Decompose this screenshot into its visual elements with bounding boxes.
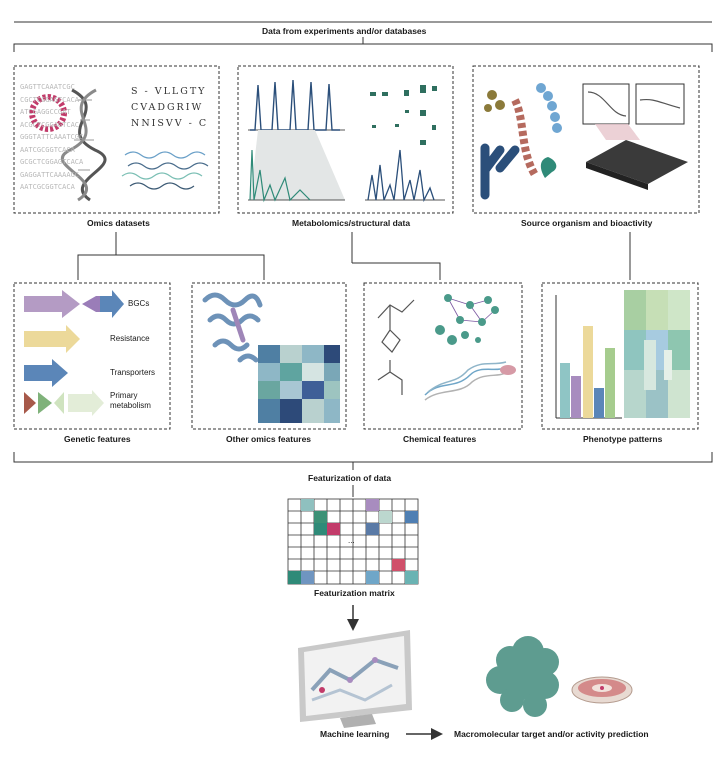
protein-sequence-1: S - VLLGTY [131,86,207,97]
matrix-label: Featurization matrix [314,588,395,598]
molecule-icon [377,299,415,395]
conformer-ensemble-icon [424,361,516,401]
phenotype-label: Phenotype patterns [583,434,663,444]
well-plate-icon [586,140,688,190]
featurization-title: Featurization of data [308,473,392,483]
metabolomics-label: Metabolomics/structural data [292,218,411,228]
dna-line: ACGCTCGGAGTCAC [20,120,80,129]
dna-line: GCGCTCGGAGTCACA [20,158,84,166]
legend-bgcs: BGCs [128,299,150,308]
source-label: Source organism and bioactivity [521,218,653,228]
dna-line: ATCGAGGCCGAT [20,108,71,116]
chemical-label: Chemical features [403,434,477,444]
featurization-matrix [287,498,419,585]
petri-dish-icon [571,676,633,704]
dna-line: AATCGCGGTCACA [20,183,75,191]
dna-sequence-list: GAGTTCAAATCGC CGCTCGGAGTCACA ATCGAGGCCGA… [20,81,83,194]
matrix-ellipsis: ... [348,536,355,545]
omics-heatmap [258,345,340,423]
transporter-arrow-icon [24,359,68,387]
protein-sequence-2: CVADGRIW [131,102,204,113]
organism-icon [480,83,562,200]
omics-label: Omics datasets [87,218,150,228]
chemical-panel [363,282,523,430]
dna-line: GGGTATTCAAATCGC [20,133,84,141]
dna-helix-icon [60,88,107,202]
phenotype-bar-chart [555,295,622,419]
prediction-label: Macromolecular target and/or activity pr… [454,729,649,739]
legend-primary-metabolism: Primary metabolism [110,391,151,410]
connectors-row1 [77,232,631,280]
genetic-label: Genetic features [64,434,131,444]
protein-sequence-3: NNISVV - C [131,118,209,129]
phenotype-heatmap [624,290,690,418]
dna-line: GAGTTCAAATCGC [20,83,75,91]
dna-line: AATCGCGGTCACA [20,145,75,154]
dose-response-icon [582,83,685,140]
ml-label: Machine learning [320,729,390,739]
source-panel [472,65,700,214]
header-title: Data from experiments and/or databases [262,26,427,36]
omics-panel [13,65,220,214]
dna-line: GAGGATTCAAAAGC [20,170,80,179]
molecular-graph-icon [435,294,499,345]
middle-bracket [13,452,713,463]
genetic-panel [13,282,171,430]
top-bracket [13,43,713,52]
mass-spectrum-icon [365,149,445,203]
computer-monitor-icon [298,630,412,728]
plasmid-icon [29,94,67,132]
alignment-icon [121,151,209,190]
other-omics-panel [191,282,347,430]
bgc-arrows-icon [24,290,124,318]
resistance-arrow-icon [24,325,80,353]
nmr-spectrum-icon [370,85,437,145]
phenotype-panel [541,282,699,430]
legend-transporters: Transporters [110,368,156,377]
metabolomics-panel [237,65,454,214]
legend-resistance: Resistance [110,334,150,343]
protein-structure-icon [202,292,263,363]
dna-line: CGCTCGGAGTCACA [20,95,80,104]
protein-target-icon [486,636,559,717]
chromatogram-icon [248,79,345,203]
other-omics-label: Other omics features [226,434,312,444]
primary-metabolism-arrows-icon [24,390,104,416]
